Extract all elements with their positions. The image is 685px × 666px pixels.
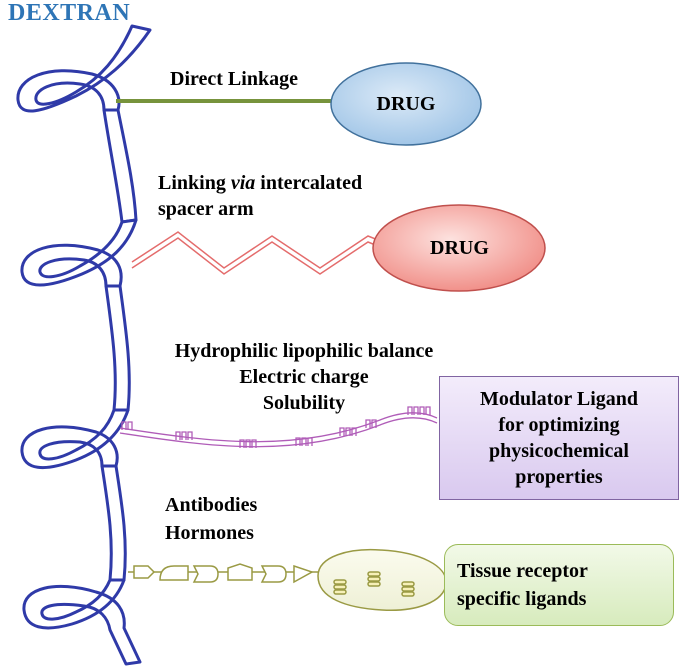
spacer-label-line1: Linking via intercalated <box>158 172 362 195</box>
receptor-stacks <box>333 571 415 597</box>
direct-linkage-label: Direct Linkage <box>170 68 298 90</box>
modulator-box-line: for optimizing <box>498 414 620 436</box>
drug-ellipse-2 <box>372 204 546 292</box>
helix-strand <box>100 464 127 582</box>
spacer-label-prefix: Linking <box>158 172 231 194</box>
modulator-property: Hydrophilic lipophilic balance <box>174 340 434 362</box>
modulator-property: Electric charge <box>239 366 369 388</box>
targeting-example: Hormones <box>165 522 254 544</box>
helix-strand <box>102 108 138 224</box>
helix-strand <box>104 284 131 412</box>
spacer-label-italic: via <box>230 172 256 194</box>
modulator-box-line: physicochemical <box>489 440 629 462</box>
modulator-ligand-box: Modulator Ligand for optimizing physicoc… <box>439 376 679 500</box>
modulator-box-line: properties <box>515 466 603 488</box>
ligand-chain <box>128 548 447 611</box>
helix-strand <box>20 218 138 288</box>
dextran-helix <box>16 24 152 666</box>
modulator-box-line: Modulator Ligand <box>480 388 638 410</box>
helix-strand <box>16 24 152 113</box>
spacer-label-line2: spacer arm <box>158 198 254 220</box>
modulator-chain <box>119 406 438 448</box>
spacer-arm <box>131 231 379 275</box>
drug-label-2: DRUG <box>430 236 489 259</box>
tissue-box-line: specific ligands <box>457 588 587 610</box>
drug-label-1: DRUG <box>376 92 436 115</box>
helix-strand <box>20 408 130 470</box>
diagram-title: DEXTRAN <box>8 0 131 26</box>
tissue-box-line: Tissue receptor <box>457 560 588 582</box>
helix-strand <box>22 578 142 666</box>
tissue-receptor-box: Tissue receptor specific ligands <box>444 544 674 626</box>
modulator-property: Solubility <box>262 392 346 414</box>
drug-ellipse-1 <box>330 62 482 146</box>
targeting-example: Antibodies <box>165 494 258 516</box>
spacer-label-suffix: intercalated <box>255 172 363 194</box>
